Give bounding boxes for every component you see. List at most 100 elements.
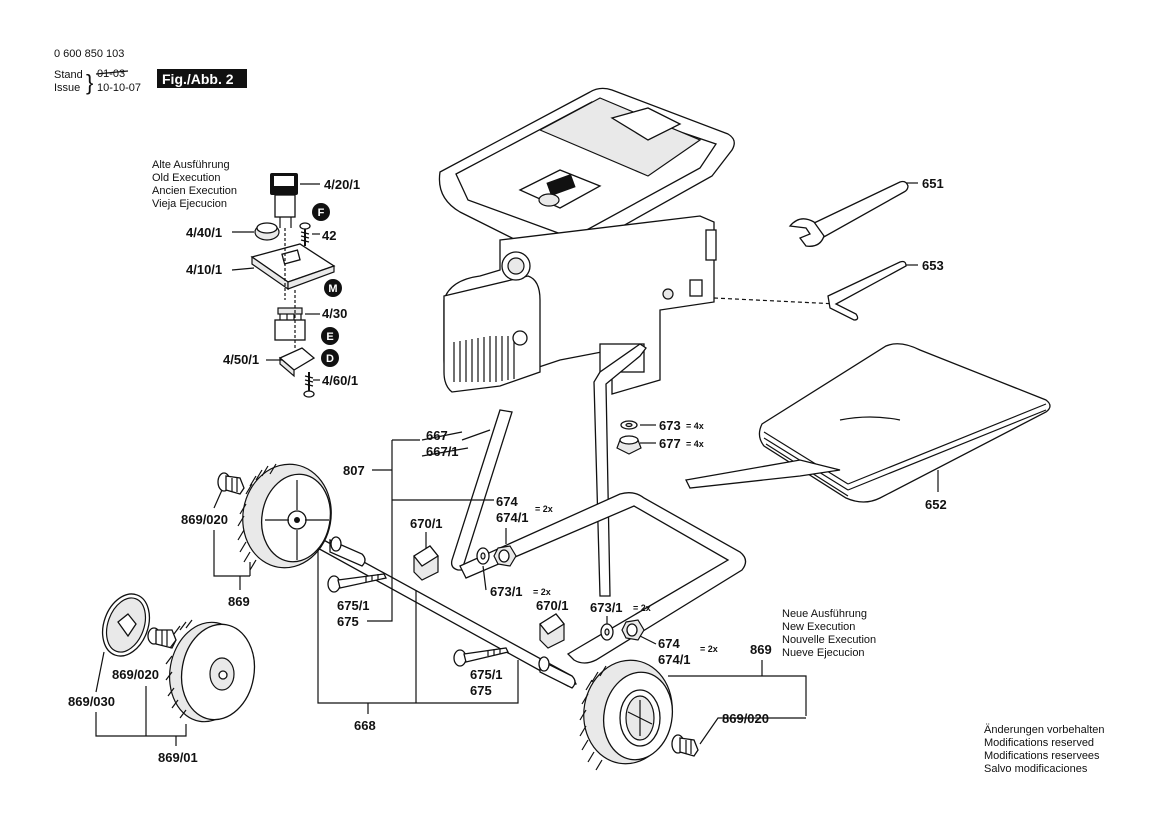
assembly-guides	[284, 228, 296, 350]
fig-label: Fig./Abb. 2	[162, 71, 234, 87]
label-667: 667	[426, 428, 448, 443]
label-651: 651	[922, 176, 944, 191]
badge-f: F	[312, 203, 330, 221]
header-brace: }	[86, 70, 93, 95]
washer-nut-lower	[600, 619, 645, 641]
label-668: 668	[354, 718, 376, 733]
clip-670-1-lower	[539, 613, 565, 649]
old-exec-line-4: Vieja Ejecucion	[152, 198, 227, 210]
mod-line-1: Änderungen vorbehalten	[984, 724, 1104, 736]
hub-cap-869-020-c	[671, 734, 699, 757]
svg-text:M: M	[328, 283, 337, 295]
wrench-part	[788, 180, 909, 247]
old-execution-text: Alte Ausführung Old Execution Ancien Exe…	[152, 159, 237, 210]
hex-key-part	[827, 260, 907, 321]
vent-grill	[453, 336, 515, 382]
label-4-20-1: 4/20/1	[324, 177, 360, 192]
label-670-1-a: 670/1	[410, 516, 443, 531]
bracket-668	[317, 548, 519, 704]
label-869-020-a: 869/020	[181, 512, 228, 527]
label-869-b: 869	[750, 642, 772, 657]
label-4-40-1: 4/40/1	[186, 225, 222, 240]
wheel-lower-right	[579, 659, 673, 771]
bracket-869-b	[668, 660, 807, 716]
label-674-a: 674	[496, 494, 518, 509]
qty-673-1-b: = 2x	[633, 603, 651, 613]
hub-cap-869-030	[101, 593, 151, 657]
label-675-1-a: 675/1	[337, 598, 370, 613]
clip-670-1-upper	[413, 545, 439, 581]
bracket-807	[372, 439, 420, 500]
qty-674-b: = 2x	[700, 644, 718, 654]
collection-bag-part	[685, 343, 1051, 503]
qty-677: = 4x	[686, 439, 704, 449]
leader-869-a	[239, 562, 251, 590]
label-652: 652	[925, 497, 947, 512]
label-673-1-b: 673/1	[590, 600, 623, 615]
leader-869-020-c	[699, 717, 806, 745]
strike-667	[421, 431, 463, 441]
stand-label: Stand	[54, 69, 83, 81]
washer-673-part	[620, 420, 638, 430]
shredder-housing	[438, 87, 735, 395]
qty-673-1-a: = 2x	[533, 587, 551, 597]
leader-674-b	[639, 635, 657, 645]
old-exec-line-1: Alte Ausführung	[152, 159, 230, 171]
label-869-a: 869	[228, 594, 250, 609]
label-807: 807	[343, 463, 365, 478]
badge-e: E	[321, 327, 339, 345]
old-exec-line-2: Old Execution	[152, 172, 220, 184]
leader-869-020-a	[213, 489, 250, 577]
label-675-a: 675	[337, 614, 359, 629]
switch-part	[270, 173, 298, 228]
svg-text:D: D	[326, 353, 334, 365]
new-exec-line-1: Neue Ausführung	[782, 608, 867, 620]
clamp-part	[274, 307, 306, 341]
svg-text:F: F	[318, 207, 325, 219]
doc-number: 0 600 850 103	[54, 48, 124, 60]
badge-d: D	[321, 349, 339, 367]
label-674-1-b: 674/1	[658, 652, 691, 667]
stand-strike-line	[95, 70, 129, 75]
nut-677-part	[616, 435, 642, 455]
mod-line-3: Modifications reservees	[984, 750, 1100, 762]
wheel-lower-left	[165, 619, 256, 723]
label-673-1-a: 673/1	[490, 584, 523, 599]
label-4-60-1: 4/60/1	[322, 373, 358, 388]
strike-667-1	[421, 447, 469, 457]
frame-part	[450, 343, 747, 664]
modifications-note: Änderungen vorbehalten Modifications res…	[984, 724, 1104, 775]
issue-value: 10-10-07	[97, 82, 141, 94]
bolt-675-upper	[327, 573, 387, 593]
new-exec-line-4: Nueve Ejecucion	[782, 647, 865, 659]
label-42: 42	[322, 228, 336, 243]
wheel-upper-left	[237, 463, 332, 571]
hub-cap-869-020-a	[217, 472, 245, 495]
old-exec-line-3: Ancien Execution	[152, 185, 237, 197]
knob-part	[254, 222, 280, 241]
screw-4-60-1-part	[303, 372, 315, 398]
label-869-01: 869/01	[158, 750, 198, 765]
label-674-1-a: 674/1	[496, 510, 529, 525]
fig-badge	[157, 69, 247, 88]
label-675-b: 675	[470, 683, 492, 698]
label-4-50-1: 4/50/1	[223, 352, 259, 367]
label-4-30: 4/30	[322, 306, 347, 321]
label-667-1: 667/1	[426, 444, 459, 459]
hub-cap-869-020-b	[147, 627, 177, 649]
dashed-link-653	[713, 297, 839, 305]
mod-line-4: Salvo modificaciones	[984, 763, 1088, 775]
stand-value: 01-03	[97, 68, 125, 80]
label-869-020-b: 869/020	[112, 667, 159, 682]
label-675-1-b: 675/1	[470, 667, 503, 682]
label-869-020-c: 869/020	[722, 711, 769, 726]
mod-line-2: Modifications reserved	[984, 737, 1094, 749]
leader-675-a	[367, 500, 393, 622]
label-677: 677	[659, 436, 681, 451]
new-execution-text: Neue Ausführung New Execution Nouvelle E…	[782, 608, 876, 659]
bracket-869-01	[95, 651, 187, 737]
leader-673-1-a	[482, 565, 487, 591]
new-exec-line-2: New Execution	[782, 621, 855, 633]
new-exec-line-3: Nouvelle Execution	[782, 634, 876, 646]
